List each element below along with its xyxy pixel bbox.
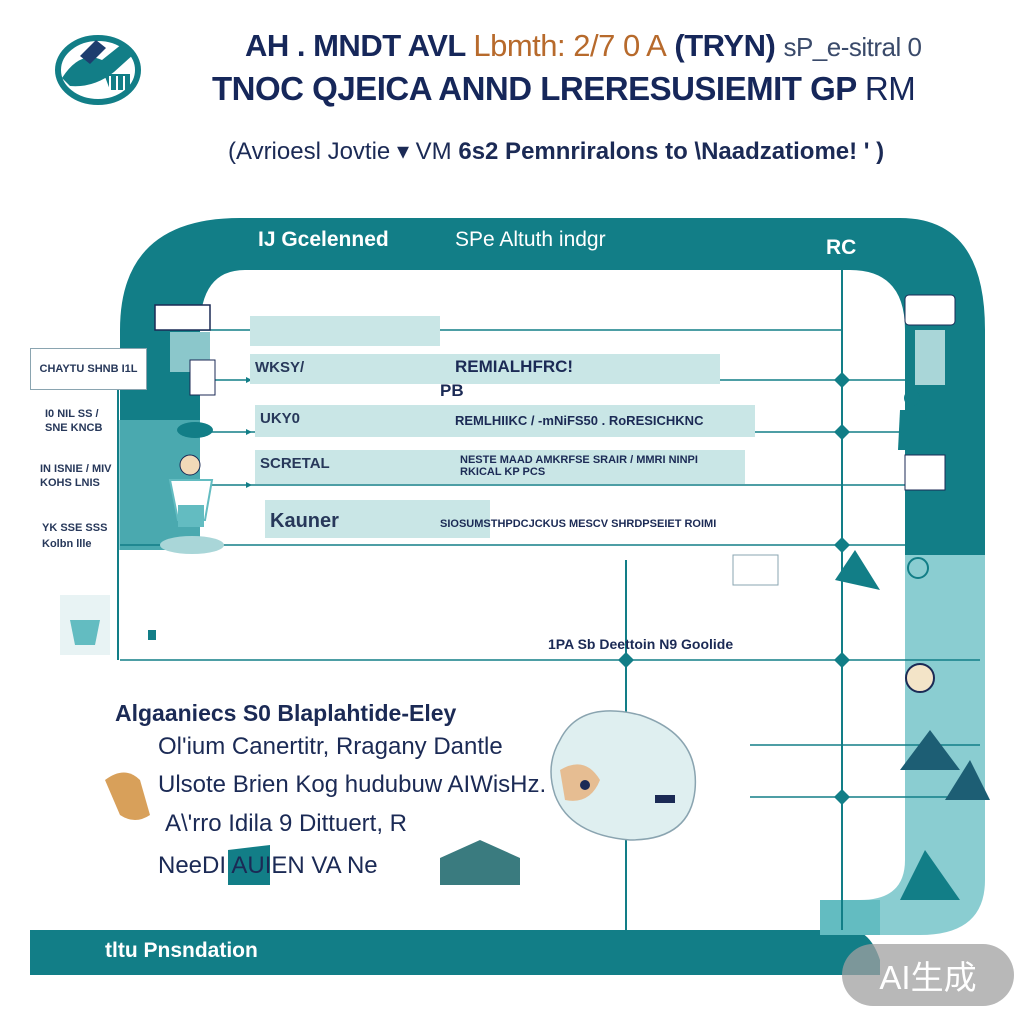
- frame-corner-light: [820, 900, 880, 935]
- title2-part-1: TNOC QJEICA ANND LRERESUSIEMIT GP: [212, 70, 857, 107]
- left-note-3: IN ISNIE / MIV: [40, 463, 112, 475]
- figure-basket-icon: [60, 595, 110, 655]
- figure-person-icon: [160, 454, 224, 554]
- row-3-label: UKY0: [260, 410, 301, 427]
- row-4-label: SCRETAL: [260, 455, 330, 472]
- row-3-text: REMLHIIKC / -mNiFS50 . RoRESICHKNC: [455, 413, 704, 428]
- figure-mountain-right-icon: [900, 730, 990, 900]
- lower-line-2: Ulsote Brien Kog hudubuw AIWisHz.: [158, 771, 547, 798]
- row-4-text: NESTE MAAD AMKRFSE SRAIR / MMRI NINPI RK…: [460, 454, 698, 478]
- page-title-line-1: AH . MNDT AVL Lbmth: 2/7 0 A (TRYN) sP_e…: [245, 28, 922, 64]
- footer-label: tltu Pnsndation: [105, 939, 258, 962]
- ai-generated-badge: AI生成: [842, 944, 1014, 1006]
- title-part-4: sP_e-sitral 0: [783, 32, 922, 62]
- frame-right-lower: [860, 555, 985, 935]
- title-part-2: Lbmth: 2/7 0 A: [473, 28, 667, 63]
- lower-line-3: A\'rro Idila 9 Dittuert, R: [165, 810, 407, 837]
- row-band-3: [255, 405, 755, 437]
- left-note-2: SNE KNCB: [45, 422, 103, 434]
- frame-left-light: [118, 420, 200, 550]
- row-band-5: [265, 500, 490, 538]
- row-5-label: Kauner: [270, 510, 339, 532]
- left-note-5: YK SSE SSS: [42, 522, 108, 534]
- lower-section-title: Algaaniecs S0 Blaplahtide-Eley: [115, 700, 457, 726]
- left-note-4: KOHS LNIS: [40, 477, 100, 489]
- row-band-2: [250, 354, 720, 384]
- title-part-3: (TRYN): [674, 28, 776, 63]
- figure-cloud-icon: [177, 422, 213, 438]
- left-note-6: Kolbn llle: [42, 538, 92, 550]
- row-band-4: [255, 450, 745, 484]
- figure-small-icons-right: [732, 550, 935, 693]
- subtitle-part-2: 6s2 Pemnriralons to \Naadzatiome! ' ): [458, 138, 885, 165]
- row-2-text: REMIALHFRC!: [455, 357, 574, 376]
- map-illustration: [550, 710, 697, 841]
- diagram-header-right: RC: [826, 236, 857, 259]
- lower-line-4: NeeDI AUIEN VA Ne: [158, 852, 378, 879]
- row-2-sub: PB: [440, 381, 464, 400]
- connector-note: 1PA Sb Deettoin N9 Goolide: [548, 636, 734, 652]
- page-title-line-2: TNOC QJEICA ANND LRERESUSIEMIT GP RM: [212, 70, 916, 108]
- hands-logo-icon: [55, 35, 141, 105]
- row-band-1: [250, 316, 440, 346]
- page-subtitle: (Avrioesl Jovtie ▾ VM 6s2 Pemnriralons t…: [228, 137, 884, 166]
- diagram-header-left: IJ Gcelenned: [258, 228, 389, 251]
- figure-people-right-icon: [898, 294, 956, 491]
- frame-top-band: [120, 218, 985, 555]
- lower-line-1: Ol'ium Canertitr, Rragany Dantle: [158, 733, 503, 760]
- hand-illustration: [105, 772, 150, 820]
- row-2-label: WKSY/: [255, 359, 305, 376]
- figure-machine-icon: [154, 304, 216, 396]
- title-part-1: AH . MNDT AVL: [245, 28, 466, 63]
- title2-part-2: RM: [864, 70, 916, 107]
- subtitle-part-1: (Avrioesl Jovtie ▾ VM: [228, 138, 459, 165]
- diagram-header-mid: SPe Altuth indgr: [455, 228, 606, 251]
- row-5-text: SIOSUMSTHPDCJCKUS MESCV SHRDPSEIET ROIMI: [440, 518, 717, 530]
- left-note-1: I0 NIL SS /: [45, 408, 99, 420]
- left-side-box: CHAYTU SHNB I1L: [30, 348, 147, 390]
